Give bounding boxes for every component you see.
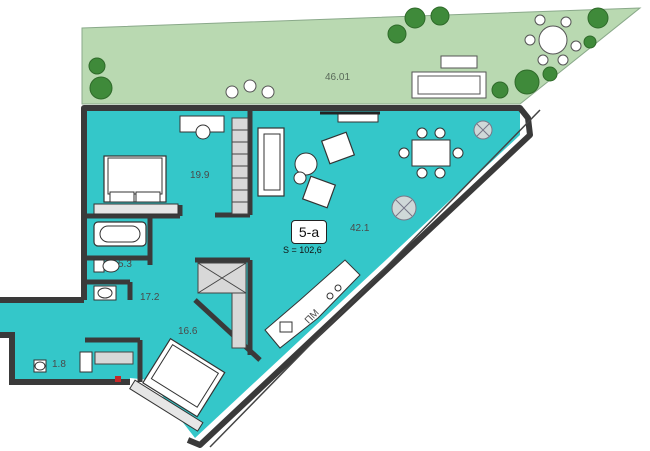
terrace-loungers bbox=[225, 79, 275, 99]
area-label-bathroom-2: 1.8 bbox=[52, 359, 66, 370]
outer-wall-bottom bbox=[0, 332, 130, 385]
side-table bbox=[293, 171, 307, 185]
area-label-bedroom-2: 16.6 bbox=[178, 326, 198, 337]
riser bbox=[115, 376, 121, 382]
terrace-plants bbox=[88, 6, 609, 100]
internal-walls bbox=[84, 110, 262, 382]
terrace-sofa bbox=[411, 55, 487, 99]
plant-living-2 bbox=[473, 120, 493, 140]
sofa bbox=[257, 127, 285, 197]
unit-code-badge: 5-а bbox=[291, 220, 327, 244]
coffee-table bbox=[294, 152, 318, 176]
armchair-1 bbox=[320, 131, 356, 165]
wardrobe-bedroom-1 bbox=[231, 117, 249, 215]
wardrobe-hall bbox=[197, 262, 247, 349]
area-label-living-kitchen: 42.1 bbox=[350, 223, 370, 234]
bathroom-2-fixtures bbox=[33, 351, 93, 373]
armchair-2 bbox=[301, 175, 337, 209]
bathtub bbox=[93, 221, 147, 247]
kitchen-counter bbox=[264, 259, 361, 349]
wardrobe-bathroom-2 bbox=[94, 351, 134, 365]
bed-2 bbox=[129, 337, 226, 432]
desk-bedroom-1 bbox=[179, 115, 225, 140]
tv-console bbox=[320, 111, 380, 123]
toilet-1 bbox=[93, 259, 120, 273]
facade-line bbox=[209, 109, 541, 448]
area-label-bathroom-1: 5.3 bbox=[118, 259, 132, 270]
unit-total-area: S = 102,6 bbox=[283, 245, 322, 255]
sink-1 bbox=[93, 285, 117, 301]
area-label-terrace: 46.01 bbox=[325, 72, 350, 83]
bed-1 bbox=[93, 155, 179, 215]
dining-set bbox=[398, 127, 464, 179]
terrace-area bbox=[81, 7, 642, 105]
outer-wall bbox=[81, 105, 533, 448]
area-label-hall: 17.2 bbox=[140, 292, 160, 303]
area-label-bedroom-1: 19.9 bbox=[190, 170, 210, 181]
terrace-dining bbox=[524, 14, 582, 66]
plant-living-1 bbox=[391, 195, 417, 221]
